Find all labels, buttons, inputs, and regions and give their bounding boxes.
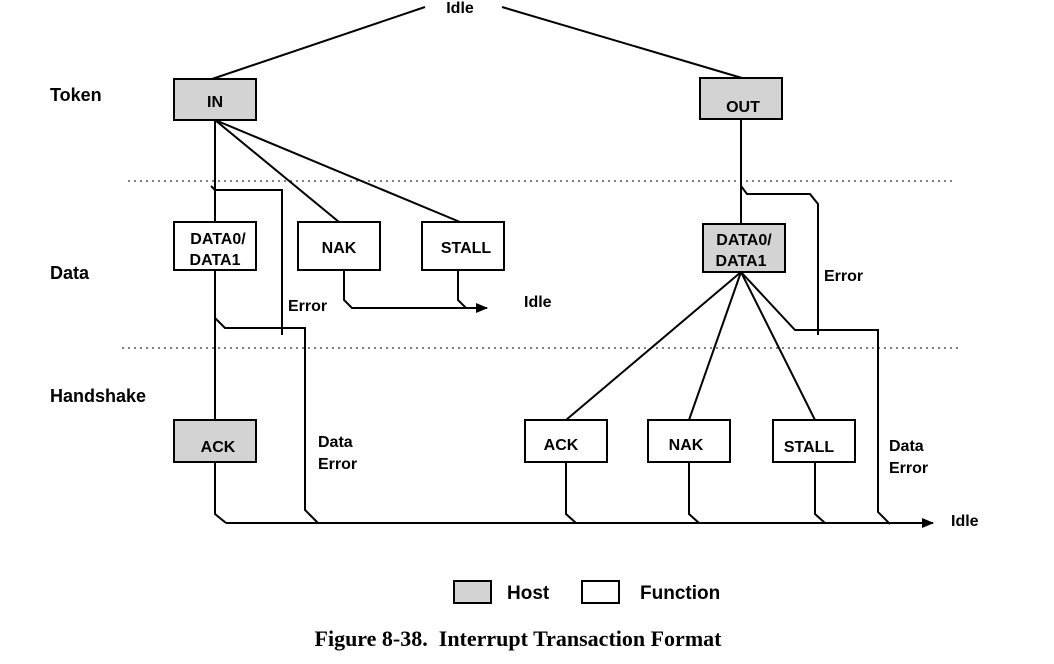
legend-host-swatch	[453, 580, 492, 604]
in-stall-label: STALL	[441, 240, 492, 257]
out-token-label: OUT	[726, 99, 760, 116]
legend-function-label: Function	[640, 583, 720, 604]
phase-token-label: Token	[50, 85, 102, 105]
bottom-idle-label: Idle	[951, 513, 979, 530]
in-stall-to-idle-line	[457, 270, 467, 309]
out-nak-box	[647, 419, 731, 463]
in-data-error-label-line1: Data	[318, 434, 353, 451]
out-token-error-label: Error	[824, 268, 863, 285]
out-stall-to-bus-line	[814, 462, 826, 524]
out-data-error-label-line2: Error	[889, 460, 928, 477]
out-nak-to-bus-line	[688, 462, 700, 524]
in-token-box	[173, 78, 257, 121]
phase-data-label: Data	[50, 263, 90, 283]
out-data-label-line2: DATA1	[716, 253, 767, 270]
out-token-error-path	[740, 185, 819, 335]
out-ack-to-bus-line	[565, 462, 577, 524]
out-data-box	[702, 223, 786, 273]
out-stall-label: STALL	[784, 439, 835, 456]
out-data-to-ack-line	[565, 271, 742, 421]
in-nak-box	[297, 221, 381, 271]
in-data-label-line2: DATA1	[190, 252, 241, 269]
in-token-label: IN	[207, 94, 223, 111]
in-to-stall-line	[214, 119, 461, 223]
out-data-to-nak-line	[688, 271, 742, 421]
in-token-error-path	[210, 185, 283, 335]
in-ack-label: ACK	[201, 439, 236, 456]
out-ack-label: ACK	[544, 437, 579, 454]
in-stall-box	[421, 221, 505, 271]
in-data-label-line1: DATA0/	[190, 231, 246, 248]
in-data-error-path	[214, 317, 319, 524]
idle-top-label: Idle	[446, 0, 474, 17]
idle-to-out-line	[501, 6, 743, 79]
in-nak-to-idle-line	[343, 270, 488, 313]
out-data-error-label-line1: Data	[889, 438, 924, 455]
out-nak-label: NAK	[669, 437, 704, 454]
legend-host-label: Host	[507, 583, 550, 604]
in-ack-to-bus-line	[214, 462, 227, 524]
idle-to-in-line	[211, 6, 426, 80]
in-data-error-label-line2: Error	[318, 456, 357, 473]
in-token-error-label: Error	[288, 298, 327, 315]
out-ack-box	[524, 419, 608, 463]
out-data-label-line1: DATA0/	[716, 232, 772, 249]
figure-caption: Figure 8-38. Interrupt Transaction Forma…	[315, 626, 723, 651]
out-data-to-stall-line	[740, 271, 816, 421]
phase-handshake-label: Handshake	[50, 386, 146, 406]
out-stall-box	[772, 419, 856, 463]
in-to-nak-line	[214, 119, 340, 223]
out-data-error-path	[740, 271, 891, 525]
in-nak-label: NAK	[322, 240, 357, 257]
in-idle-label: Idle	[524, 294, 552, 311]
legend-function-swatch	[581, 580, 620, 604]
